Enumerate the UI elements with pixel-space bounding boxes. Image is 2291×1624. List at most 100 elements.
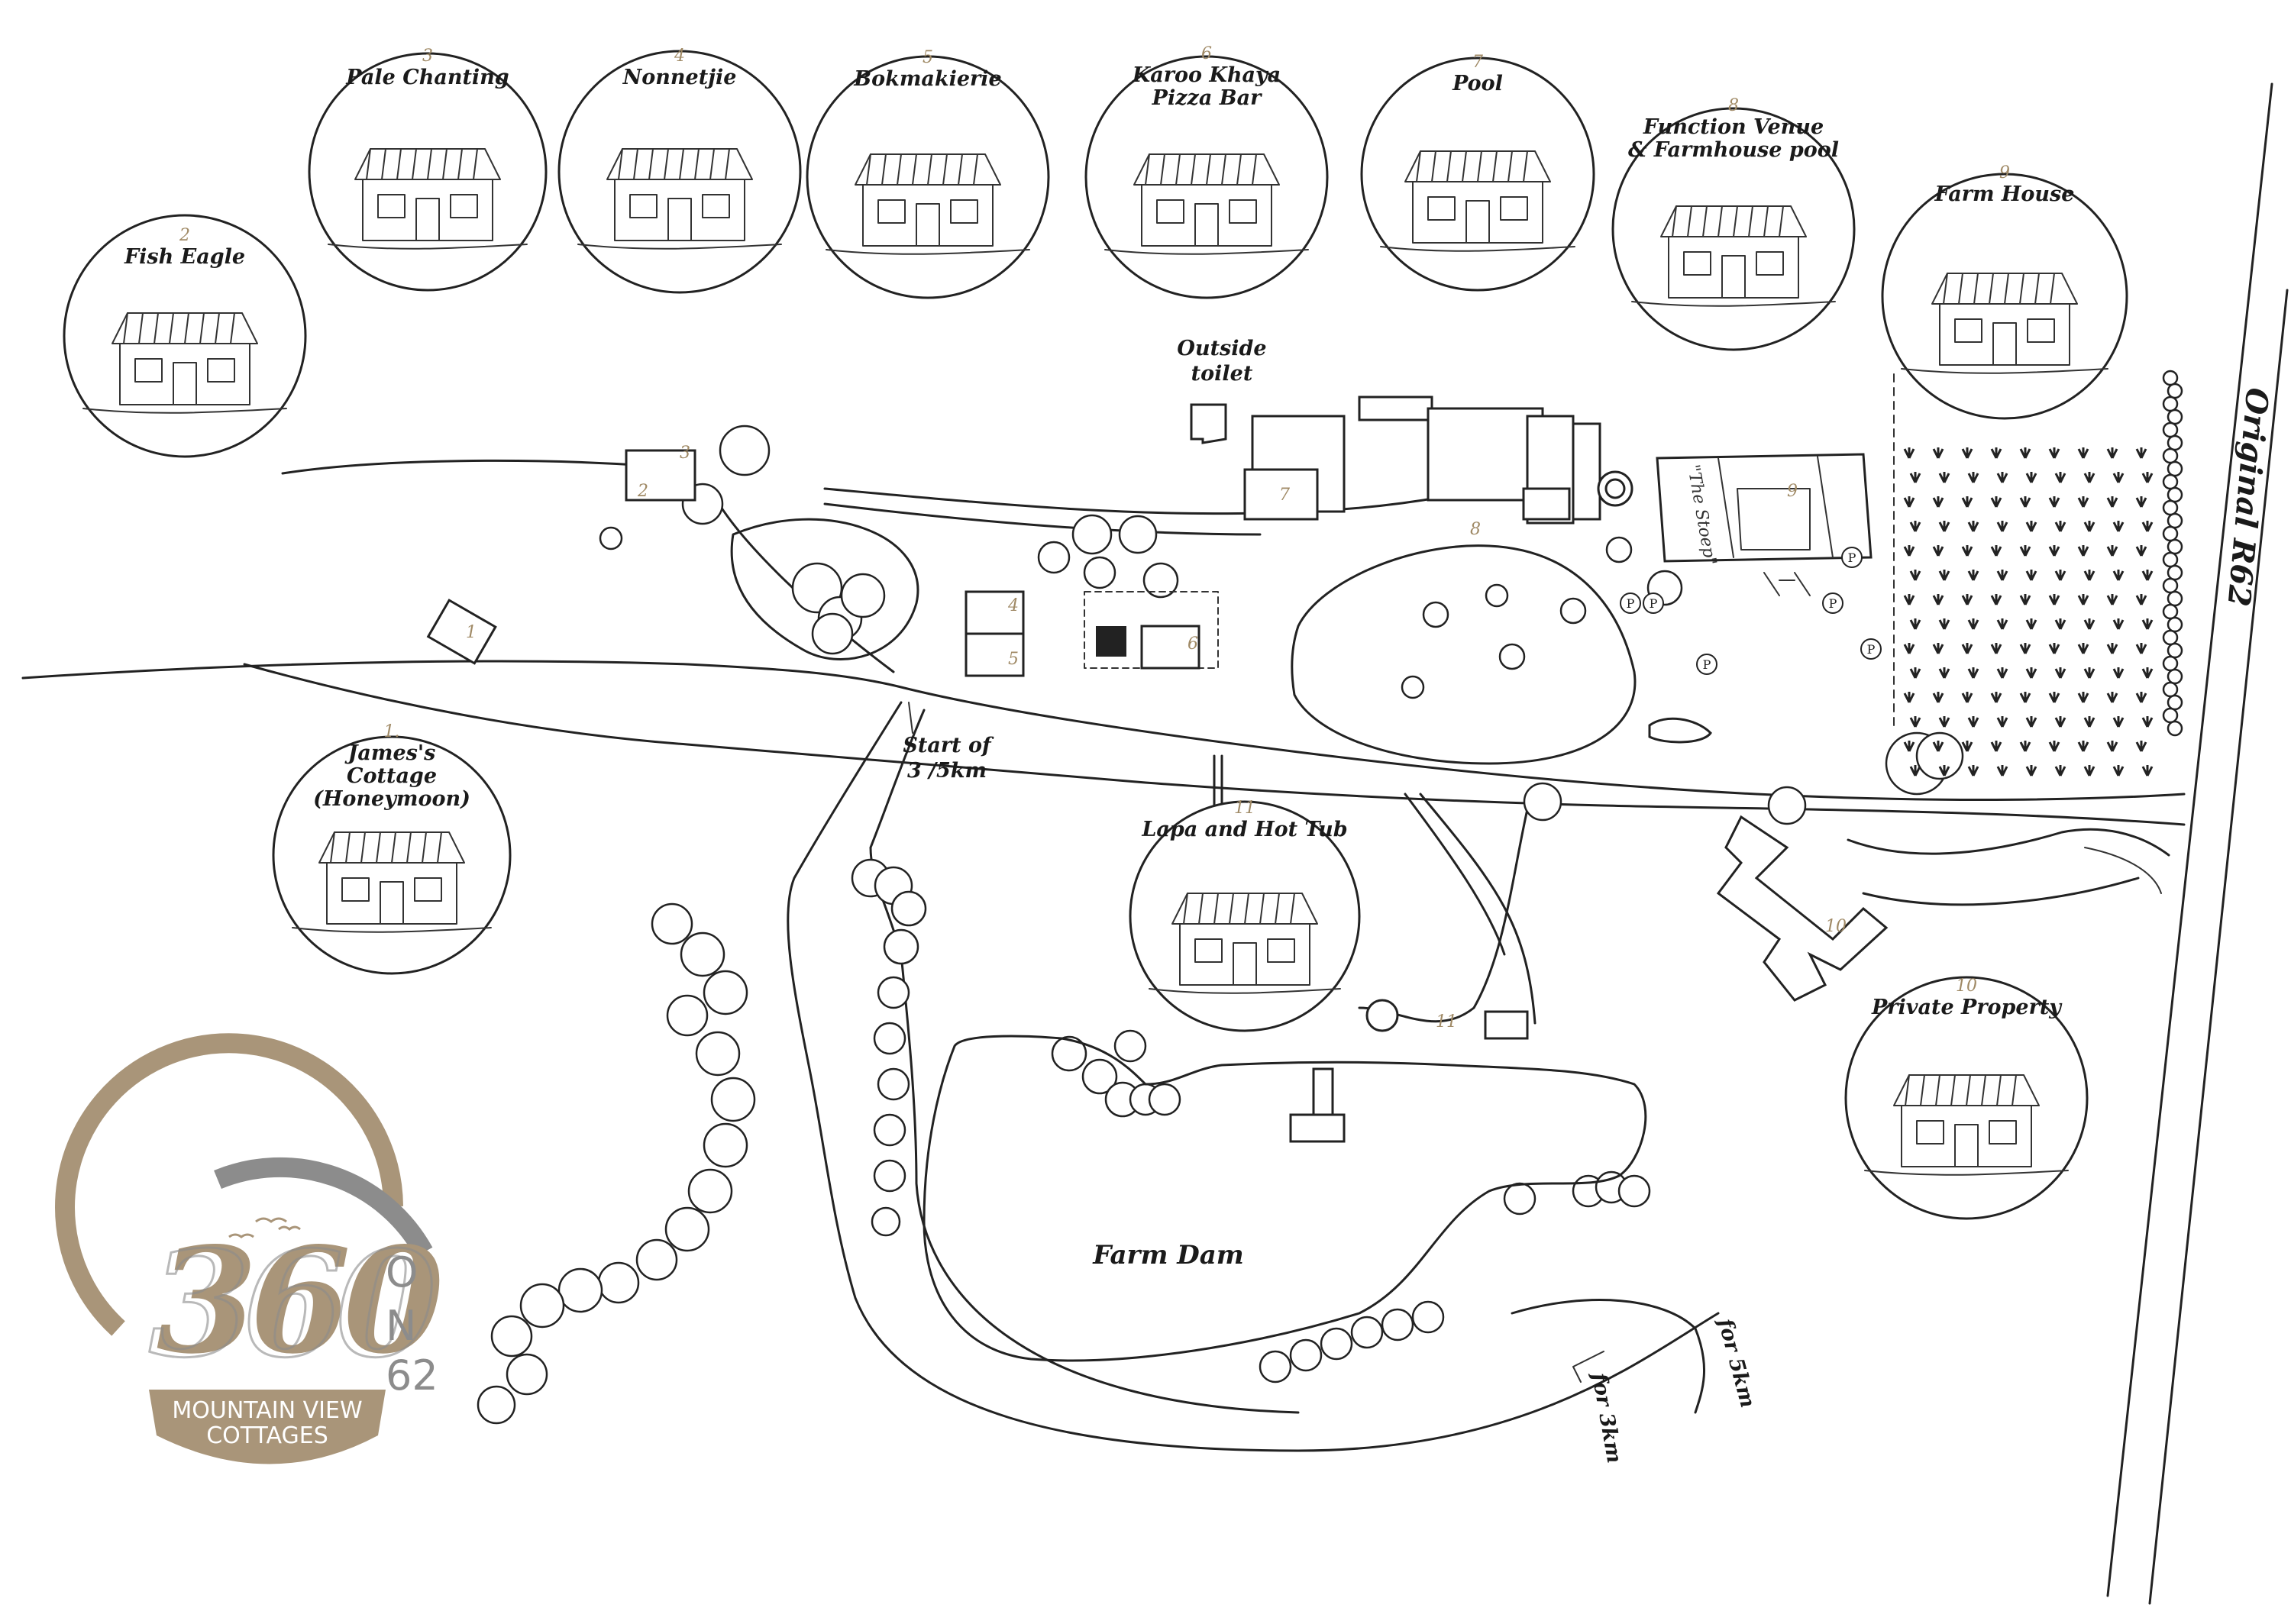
vignette-title: Fish Eagle — [124, 245, 245, 269]
vignette-number: 1. — [384, 722, 400, 741]
orchard-plant — [2141, 716, 2154, 728]
orchard-plant — [2077, 545, 2089, 557]
vignette-circle — [1084, 55, 1329, 299]
vignette-door — [415, 198, 440, 241]
hedge-shrub — [2162, 370, 2179, 386]
vignette-window — [341, 877, 370, 902]
orchard-plant — [1903, 545, 1915, 557]
hedge-shrub — [2167, 408, 2183, 425]
svg-text:62: 62 — [386, 1351, 438, 1400]
vignette-window — [134, 358, 163, 383]
vignette-title: Bokmakierie — [853, 67, 1001, 91]
hedge-shrub — [2167, 590, 2183, 607]
vignette-roof-line — [927, 153, 932, 186]
tree — [703, 1122, 748, 1168]
tree — [1081, 1058, 1118, 1095]
orchard-plant — [1967, 667, 1979, 679]
vignette-roof-line — [1958, 273, 1963, 305]
vignette-roof-line — [1191, 153, 1196, 186]
orchard-plant — [1996, 765, 2008, 776]
farm-dam-label: Farm Dam — [1092, 1240, 1244, 1270]
tree — [840, 573, 886, 618]
vignette-ground — [577, 244, 782, 250]
orchard-plant — [1996, 521, 2008, 532]
tree — [873, 1159, 906, 1193]
orchard-plant — [2025, 472, 2037, 483]
vignette-door — [1194, 203, 1219, 247]
vignette-roof-line — [2019, 273, 2024, 305]
svg-text:11: 11 — [1436, 1012, 1457, 1032]
farm-dam: Farm Dam — [923, 1035, 1647, 1362]
orchard-plant — [1909, 472, 1921, 483]
vignette-circle — [272, 735, 512, 975]
vignette-roof-line — [1229, 893, 1234, 925]
orchard-plant — [2106, 545, 2118, 557]
tree — [1617, 1174, 1651, 1208]
orchard-plant — [2135, 545, 2147, 557]
tree — [506, 1353, 548, 1396]
orchard-plant — [2025, 765, 2037, 776]
hedge-shrub — [2167, 642, 2183, 659]
orchard-plant — [2054, 618, 2066, 630]
parking-label: P — [1650, 596, 1658, 611]
parking-marker — [1696, 654, 1717, 675]
orchard-plant — [1909, 765, 1921, 776]
vignette-ground — [292, 927, 492, 933]
vignette-title: Pale Chanting — [345, 66, 509, 89]
hedge-shrub — [2167, 460, 2183, 477]
tree — [1083, 556, 1116, 589]
vignette-title: Private Property — [1871, 996, 2063, 1019]
orchard-plant — [1932, 643, 1944, 654]
vignette-title: Cottage — [347, 764, 437, 788]
parking-label: P — [1848, 550, 1856, 565]
svg-text:5: 5 — [1008, 650, 1019, 669]
vignette-title: Pool — [1452, 72, 1503, 95]
vignette-roof-line — [422, 831, 427, 864]
orchard-plant — [2048, 447, 2060, 459]
orchard-plant — [2054, 472, 2066, 483]
orchard-plant — [2019, 594, 2031, 605]
logo: 360 360 O N 62 MOUNTAIN VIEW COTTAGES — [55, 1033, 451, 1464]
vignette-roof-line — [912, 153, 917, 186]
orchard-plant — [2048, 741, 2060, 752]
vignette-roof-line — [1431, 150, 1436, 182]
vignette-roof-line — [1244, 893, 1249, 925]
vignette-roof-line — [897, 153, 902, 186]
hedge-shrub — [2162, 681, 2179, 698]
tree — [695, 1031, 741, 1077]
vignette-door — [1954, 1124, 1979, 1167]
vignette-door — [1233, 942, 1257, 986]
tree — [1037, 541, 1071, 574]
svg-text:8: 8 — [1470, 520, 1481, 539]
hedge-shrub — [2162, 629, 2179, 646]
tree — [477, 1385, 516, 1425]
orchard-plant — [2025, 570, 2037, 581]
tree — [1422, 601, 1449, 628]
tree — [1118, 515, 1158, 554]
vignette-roof-line — [1935, 1074, 1940, 1106]
svg-text:6: 6 — [1188, 634, 1198, 654]
tree — [635, 1238, 678, 1281]
orchard-plant — [1909, 521, 1921, 532]
orchard-plant — [1996, 570, 2008, 581]
tree — [664, 1206, 710, 1252]
tree — [1485, 583, 1509, 608]
vignette-roof-line — [1989, 273, 1994, 305]
orchard-plant — [1967, 570, 1979, 581]
svg-text:1: 1 — [466, 623, 477, 642]
vignette-roof-line — [345, 831, 351, 864]
tree — [680, 931, 725, 977]
vignette-window — [1267, 938, 1295, 963]
orchard-plant — [1932, 692, 1944, 703]
svg-text:COTTAGES: COTTAGES — [206, 1422, 328, 1449]
hedge-shrub — [2162, 447, 2179, 464]
orchard-plant — [2054, 667, 2066, 679]
orchard-plant — [2141, 667, 2154, 679]
orchard-plant — [1932, 594, 1944, 605]
vignette-roof-line — [391, 831, 396, 864]
vignette-number: 3 — [422, 47, 433, 66]
orchard-plant — [1961, 741, 1973, 752]
